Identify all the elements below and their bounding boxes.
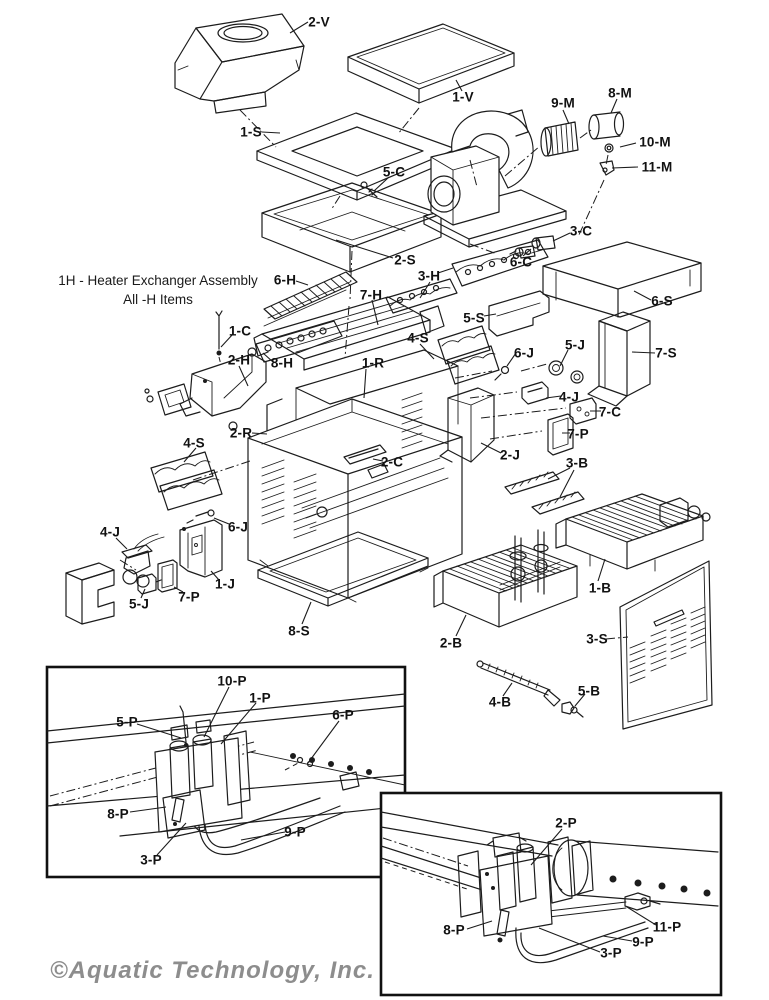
burner-tray-1b-part	[555, 493, 711, 572]
assembly-note-line1: 1H - Heater Exchanger Assembly	[58, 273, 258, 288]
bracket-7s-part	[587, 311, 651, 407]
burner-tube-part	[476, 660, 584, 718]
baffle-plates-right-part	[437, 325, 500, 385]
top-panel-part	[347, 23, 515, 104]
rails-part	[504, 471, 585, 515]
assembly-guide-lines	[119, 107, 609, 571]
baffle-plates-left-part	[150, 451, 223, 511]
panel-2j-part	[439, 387, 495, 463]
tube-bundle-part	[253, 296, 445, 371]
collar-part	[256, 112, 457, 201]
gas-fittings-parts	[509, 235, 556, 259]
vent-hood-part	[174, 13, 305, 114]
base-pan-part	[257, 531, 429, 607]
header-manifold-part	[144, 353, 267, 431]
heat-exchanger-part	[263, 271, 358, 327]
blower-motor-parts	[540, 111, 625, 176]
end-plate-part	[247, 320, 343, 363]
panel-3s-leader	[605, 636, 629, 640]
inset-detail-1	[45, 665, 407, 879]
burner-tray-2b-part	[433, 529, 578, 628]
blower-assembly-part	[423, 109, 567, 248]
bracket-5s-part	[488, 290, 550, 337]
assembly-note-line2: All -H Items	[123, 292, 193, 307]
assembly-note: 1H - Heater Exchanger Assembly All -H It…	[40, 271, 276, 309]
access-panel-part	[619, 560, 713, 730]
pilot-small-parts-right	[494, 360, 597, 456]
cabinet-part	[247, 392, 463, 603]
watermark-text: ©Aquatic Technology, Inc.	[50, 957, 375, 984]
junction-cluster-left	[65, 509, 223, 625]
igniter-part	[215, 310, 223, 366]
callout-leader-lines	[115, 21, 656, 707]
inset-detail-2	[379, 791, 723, 997]
manifold-bars-part	[385, 239, 549, 314]
duct-part	[542, 241, 702, 318]
